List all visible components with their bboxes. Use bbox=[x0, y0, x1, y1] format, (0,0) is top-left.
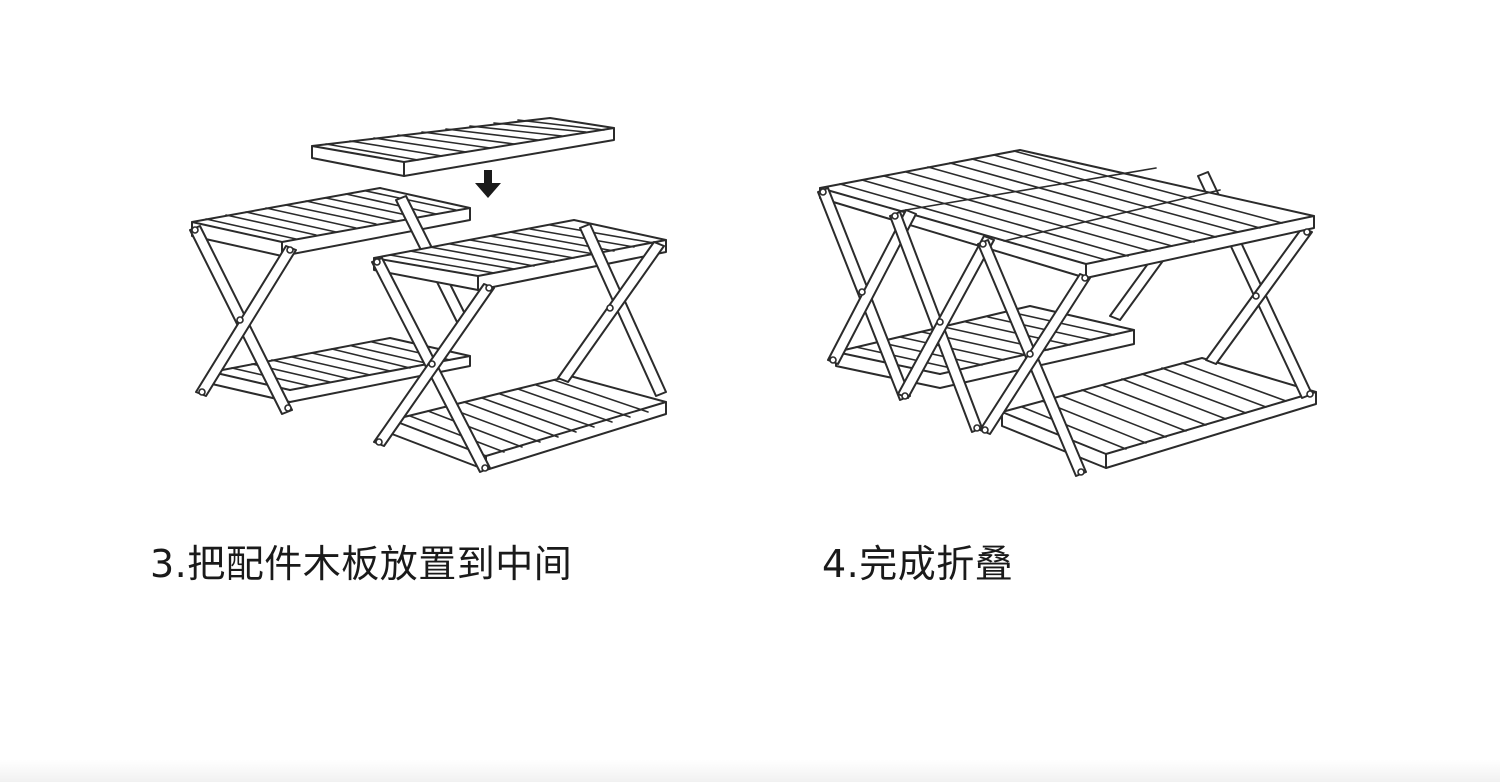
right-rack bbox=[372, 220, 666, 472]
bottom-divider bbox=[0, 760, 1500, 782]
down-arrow-icon bbox=[475, 170, 501, 198]
step-4-panel: 4.完成折叠 bbox=[750, 0, 1500, 782]
step-3-illustration bbox=[0, 0, 750, 520]
step-4-caption: 4.完成折叠 bbox=[822, 533, 1013, 588]
step-4-illustration bbox=[750, 0, 1500, 520]
accessory-board bbox=[312, 118, 614, 176]
step-3-panel: 3.把配件木板放置到中间 bbox=[0, 0, 750, 782]
step-3-caption: 3.把配件木板放置到中间 bbox=[150, 533, 572, 588]
completed-table bbox=[818, 150, 1316, 476]
